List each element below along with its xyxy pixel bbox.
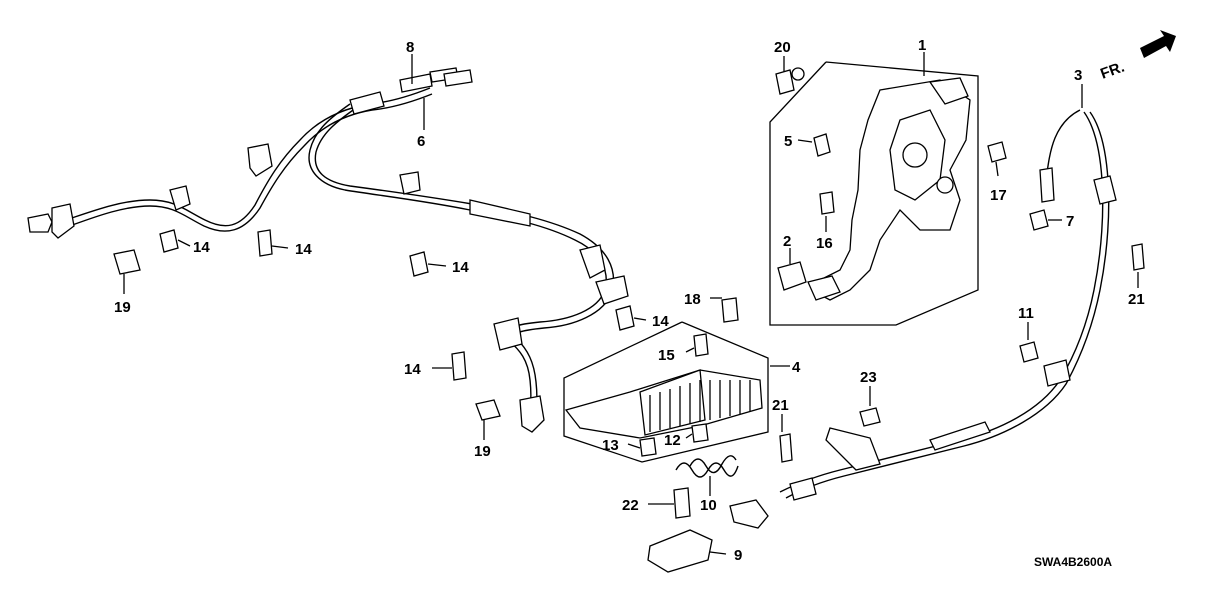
callout-3: 3 xyxy=(1074,67,1082,84)
callout-6: 6 xyxy=(417,133,425,150)
callout-19-b: 19 xyxy=(474,443,491,460)
callout-5: 5 xyxy=(784,133,792,150)
callout-22: 22 xyxy=(622,497,639,514)
spring xyxy=(675,455,739,478)
callout-7: 7 xyxy=(1066,213,1074,230)
diagram-code: SWA4B2600A xyxy=(1034,555,1112,569)
rear-cable-right xyxy=(308,67,629,433)
callout-21-a: 21 xyxy=(1128,291,1145,308)
fasteners xyxy=(113,229,635,421)
callout-23: 23 xyxy=(860,369,877,386)
callout-10: 10 xyxy=(700,497,717,514)
front-direction-arrow-icon xyxy=(1140,30,1176,58)
callout-8: 8 xyxy=(406,39,414,56)
callout-14-e: 14 xyxy=(404,361,421,378)
callout-20: 20 xyxy=(774,39,791,56)
callout-14-a: 14 xyxy=(193,239,210,256)
callout-labels: 1 2 3 4 5 6 7 8 9 10 11 12 13 14 14 14 1… xyxy=(114,37,1145,564)
callout-12: 12 xyxy=(664,432,681,449)
front-cable xyxy=(729,109,1145,529)
pedal-assembly xyxy=(769,61,1007,326)
callout-11: 11 xyxy=(1018,305,1034,322)
callout-9: 9 xyxy=(734,547,742,564)
callout-14-d: 14 xyxy=(652,313,669,330)
callout-21-b: 21 xyxy=(772,397,789,414)
rear-cable-left xyxy=(27,87,433,239)
callout-14-c: 14 xyxy=(452,259,469,276)
front-direction-label: FR. xyxy=(1098,59,1127,83)
callout-18: 18 xyxy=(684,291,701,308)
callout-16: 16 xyxy=(816,235,833,252)
equalizer-bracket xyxy=(563,297,769,463)
callout-17: 17 xyxy=(990,187,1007,204)
callout-13: 13 xyxy=(602,437,619,454)
callout-4: 4 xyxy=(792,359,801,376)
callout-15: 15 xyxy=(658,347,675,364)
callout-2: 2 xyxy=(783,233,791,250)
leader-lines xyxy=(123,52,1139,555)
callout-19-a: 19 xyxy=(114,299,131,316)
callout-1: 1 xyxy=(918,37,926,54)
callout-14-b: 14 xyxy=(295,241,312,258)
cable-clip xyxy=(647,487,713,573)
